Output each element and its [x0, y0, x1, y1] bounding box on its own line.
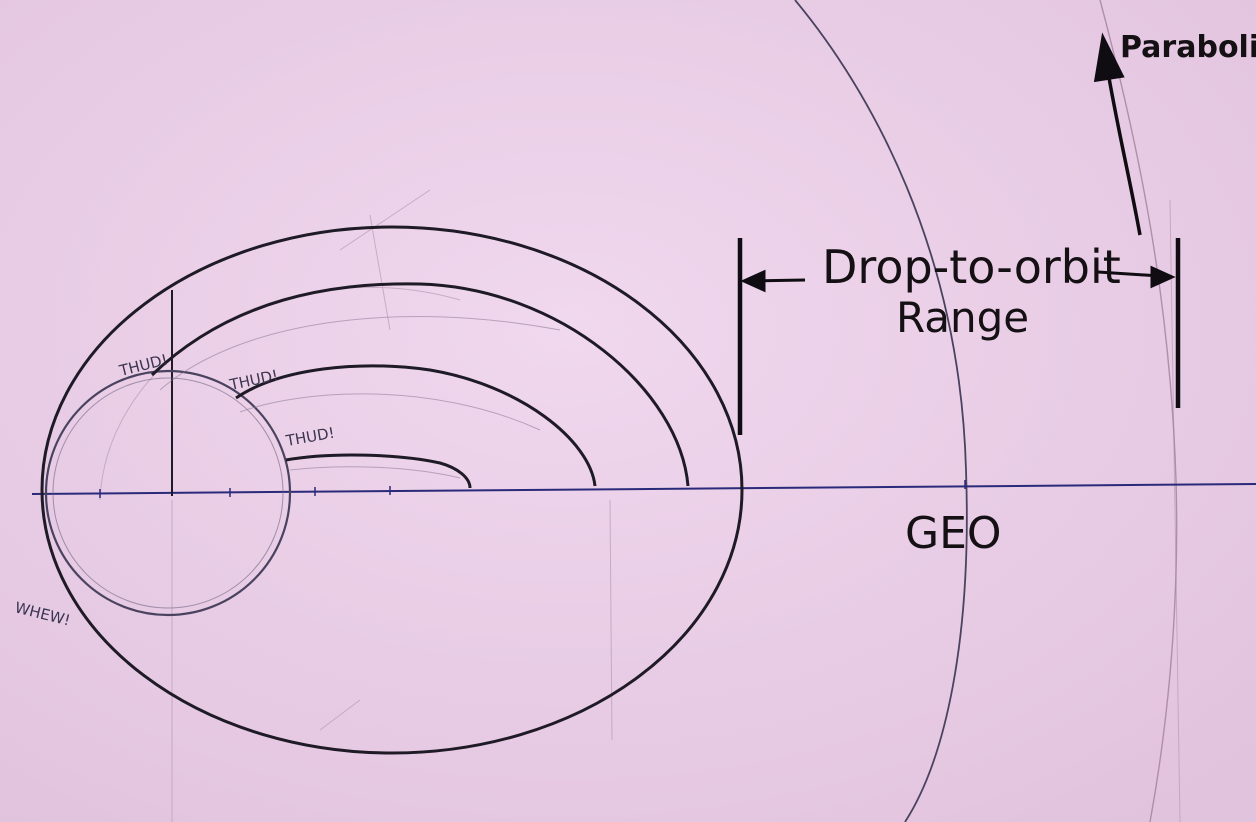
horizontal-axis	[31, 483, 1256, 495]
parabolic-trajectory	[1099, 0, 1178, 822]
range-arrow-right-icon	[1150, 265, 1176, 289]
range-label-line1: Drop-to-orbit	[822, 240, 1121, 294]
trajectory-2	[235, 364, 597, 487]
range-label-line2: Range	[896, 293, 1029, 342]
range-arrow-right-line	[1097, 270, 1161, 278]
axis-ticks	[99, 480, 966, 498]
orbit-ellipse	[40, 225, 744, 755]
trajectory-1	[285, 453, 472, 489]
trajectory-3	[150, 282, 690, 487]
earth-circle-inner	[52, 377, 284, 609]
geo-orbit-arc	[794, 0, 968, 822]
earth-circle	[44, 369, 292, 617]
parabolic-label: Parabolic	[1120, 30, 1256, 65]
range-arrows	[740, 265, 1176, 293]
geo-label: GEO	[905, 508, 1002, 559]
range-arrow-left-icon	[740, 269, 766, 293]
parabolic-arrow-icon	[1093, 32, 1125, 83]
pencil-shading	[159, 316, 561, 479]
parabolic-arrow	[1093, 32, 1142, 236]
